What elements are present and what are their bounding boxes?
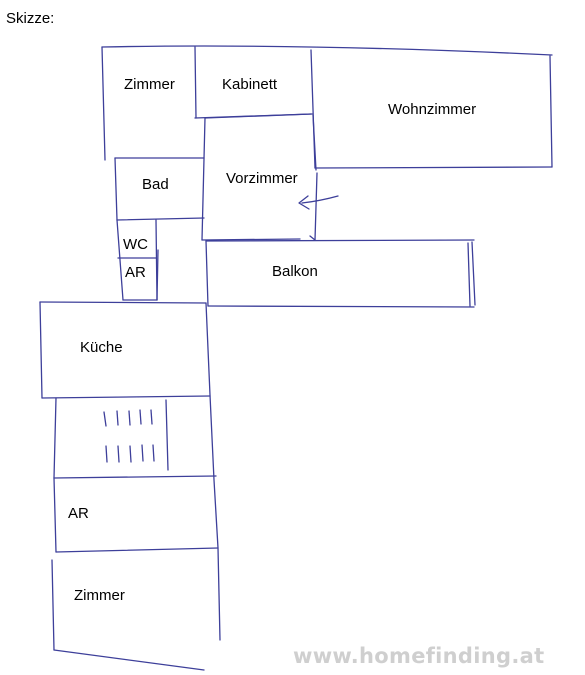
vorzimmer-right-wall-upper: [312, 114, 317, 171]
zimmer-bottom-bottom-wall: [53, 649, 205, 671]
balkon-top-wall: [205, 239, 475, 242]
ar-left-wall: [53, 477, 57, 553]
vorzimmer-top-wall: [204, 113, 313, 119]
stairs-icon: [103, 409, 155, 463]
room-label-bad: Bad: [142, 176, 169, 193]
bad-left-wall: [114, 157, 118, 221]
lower-wing-right-wall: [205, 302, 221, 641]
balkon-outer-edge: [471, 241, 476, 306]
vorzimmer-right-wall-lower: [314, 172, 318, 241]
vorzimmer-left-wall: [201, 117, 206, 241]
wohnzimmer-bottom-wall: [314, 166, 553, 169]
ar-bottom-wall-lower: [55, 547, 219, 553]
stair-inner-wall: [165, 399, 169, 471]
room-label-wc: WC: [123, 236, 148, 253]
room-label-ar-top: AR: [125, 264, 146, 281]
stair-bottom-wall: [53, 475, 217, 479]
vorzimmer-bottom-wall: [201, 238, 301, 241]
vorzimmer-bottom-stub: [309, 235, 316, 241]
room-label-balkon: Balkon: [272, 263, 318, 280]
bad-bottom-wall: [116, 217, 205, 221]
wc-left-wall: [116, 219, 124, 301]
room-label-vorzimmer: Vorzimmer: [226, 170, 298, 187]
wohnzimmer-right-wall: [549, 55, 553, 168]
room-label-kabinett: Kabinett: [222, 76, 278, 93]
room-label-kueche: Küche: [80, 339, 123, 356]
arrow-left-icon: [298, 195, 339, 210]
zimmer-bottom-left-wall: [51, 559, 55, 651]
kueche-top-wall: [39, 301, 207, 304]
room-label-zimmer-bottom: Zimmer: [74, 587, 125, 604]
outer-wall-left-upper: [101, 46, 106, 161]
lower-wing-left-wall: [39, 301, 43, 399]
kueche-bottom-wall: [41, 395, 211, 399]
zimmer-kabinett-wall: [194, 46, 197, 119]
outer-wall-top: [101, 45, 553, 56]
corridor-wall-left: [156, 249, 159, 301]
stair-left-wall: [53, 397, 57, 479]
balkon-left-wall: [205, 240, 209, 307]
balkon-right-wall: [467, 242, 471, 307]
room-label-wohnzimmer: Wohnzimmer: [388, 101, 477, 118]
balkon-bottom-wall: [207, 305, 475, 308]
sketch-title: Skizze:: [6, 10, 55, 27]
room-label-ar-bottom: AR: [68, 505, 89, 522]
watermark: www.homefinding.at: [293, 644, 545, 668]
room-label-zimmer-top: Zimmer: [124, 76, 175, 93]
